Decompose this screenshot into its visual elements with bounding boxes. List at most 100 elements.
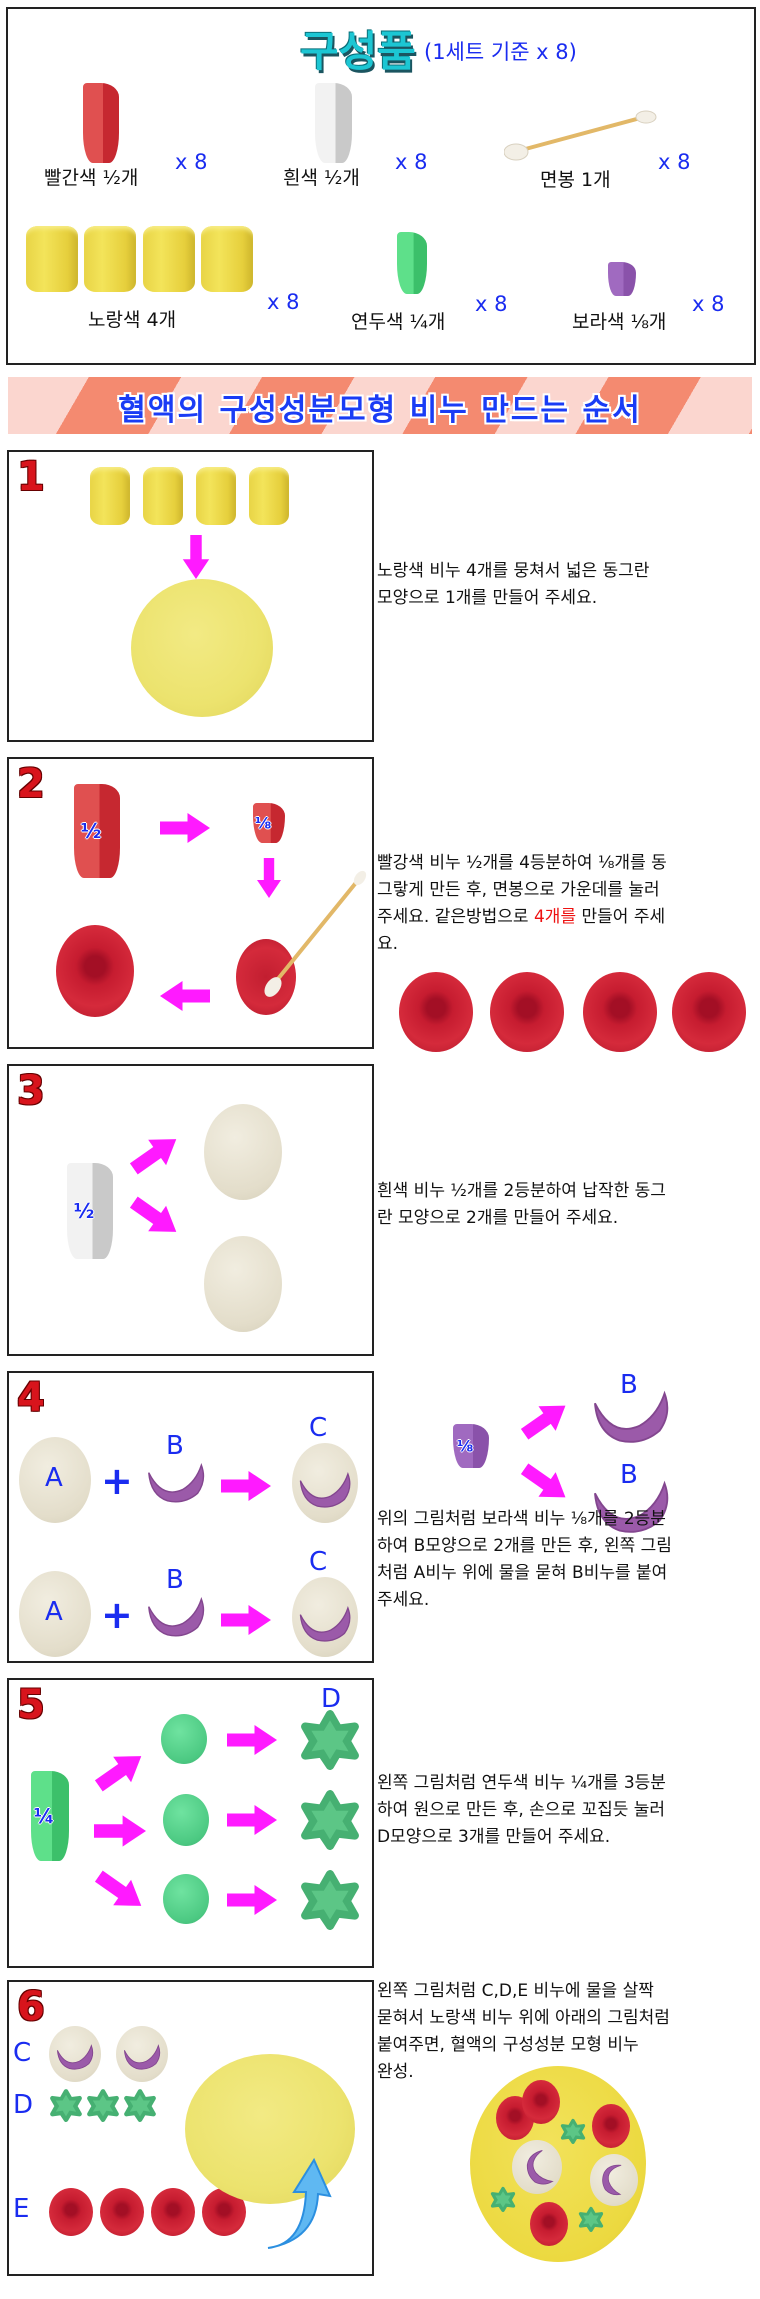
green-star-d-image [299, 1868, 361, 1930]
desc-line: 란 모양으로 2개를 만들어 주세요. [377, 1208, 619, 1228]
arrow-down-right-icon [516, 1456, 574, 1509]
step-3-panel: 3 ½ [7, 1064, 374, 1356]
kit-item-qty: x 8 [692, 292, 725, 316]
yellow-disc-image [185, 2054, 355, 2204]
disc-c-image [590, 2154, 638, 2206]
arrow-up-right-icon [516, 1393, 574, 1446]
kit-item-label: 면봉 1개 [540, 169, 611, 191]
yellow-soap-image [249, 467, 289, 525]
red-blood-cell-image [530, 2202, 568, 2246]
kit-item-qty: x 8 [267, 290, 300, 314]
desc-line: 주세요. [377, 1590, 430, 1610]
red-blood-cell-e-image [151, 2188, 195, 2236]
yellow-disc-image [131, 579, 273, 717]
yellow-soap-image [196, 467, 236, 525]
fraction-label: ¼ [33, 1804, 55, 1828]
desc-line: 처럼 A비누 위에 물을 묻혀 B비누를 붙여 [377, 1563, 668, 1583]
curved-arrow-icon [267, 2157, 332, 2249]
kit-item-qty: x 8 [475, 292, 508, 316]
fraction-label: ½ [80, 819, 102, 843]
desc-line: 요. [377, 934, 399, 954]
step-1-panel: 1 [7, 450, 374, 742]
green-star-image [560, 2118, 586, 2144]
plus-sign: + [101, 1459, 133, 1503]
step-3-description: 흰색 비누 ½개를 2등분하여 납작한 동그 란 모양으로 2개를 만들어 주세… [377, 1178, 760, 1232]
red-blood-cell-e-image [100, 2188, 144, 2236]
red-blood-cell-image [490, 972, 564, 1052]
white-soap-image [315, 83, 352, 163]
label-e: E [13, 2194, 30, 2224]
disc-a-image: A [19, 1571, 91, 1657]
crescent-b-image [145, 1459, 207, 1507]
finished-soap-image [470, 2066, 646, 2262]
desc-line: 왼쪽 그림처럼 C,D,E 비누에 물을 살짝 [377, 1981, 654, 2001]
red-blood-cell-image [399, 972, 473, 1052]
red-soap-image [83, 83, 119, 163]
red-disc-with-swab-image [236, 939, 296, 1015]
label-a: A [45, 1597, 63, 1627]
kit-title: 구성품 [300, 27, 416, 76]
green-star-d-image [299, 1708, 361, 1770]
label-d: D [13, 2090, 34, 2120]
label-a: A [45, 1463, 63, 1493]
kit-item-qty: x 8 [658, 150, 691, 174]
step-5-description: 왼쪽 그림처럼 연두색 비누 ¼개를 3등분 하여 원으로 만든 후, 손으로 … [377, 1770, 760, 1851]
kit-subtitle: (1세트 기준 x 8) [424, 40, 577, 64]
arrow-right-icon [221, 1605, 271, 1635]
step-2-panel: 2 ½ ⅛ [7, 757, 374, 1049]
desc-line: 노랑색 비누 4개를 뭉쳐서 넓은 동그란 [377, 561, 650, 581]
green-quarter-soap-image: ¼ [31, 1771, 69, 1861]
step-number: 2 [17, 761, 45, 807]
step-4-description: 위의 그림처럼 보라색 비누 ⅛개를 2등분 하여 B모양으로 2개를 만든 후… [377, 1506, 760, 1614]
red-blood-cell-image [592, 2104, 630, 2148]
fraction-label: ⅛ [456, 1436, 474, 1456]
red-blood-cell-image [56, 925, 134, 1017]
arrow-right-icon [227, 1725, 277, 1755]
red-blood-cell-image [672, 972, 746, 1052]
label-b: B [620, 1370, 638, 1400]
label-d: D [321, 1684, 342, 1714]
arrow-right-icon [221, 1471, 271, 1501]
desc-line: 완성. [377, 2062, 414, 2082]
label-b: B [166, 1565, 184, 1595]
green-ball-image [161, 1714, 207, 1764]
green-ball-image [163, 1874, 209, 1924]
kit-item-label: 노랑색 4개 [88, 309, 177, 331]
green-star-image [578, 2206, 604, 2232]
crescent-on-disc-image [297, 1469, 353, 1511]
label-c: C [309, 1547, 328, 1577]
desc-line: 묻혀서 노랑색 비누 위에 아래의 그림처럼 [377, 2008, 670, 2028]
purple-eighth-soap-image: ⅛ [453, 1424, 489, 1468]
desc-line: D모양으로 3개를 만들어 주세요. [377, 1827, 611, 1847]
desc-line: 하여 원으로 만든 후, 손으로 꼬집듯 눌러 [377, 1800, 666, 1820]
red-eighth-soap-image: ⅛ [253, 803, 285, 843]
kit-item-label: 흰색 ½개 [283, 167, 360, 189]
step-number: 5 [17, 1682, 45, 1728]
green-star-d-image [123, 2088, 157, 2122]
red-blood-cell-image [583, 972, 657, 1052]
white-half-soap-image: ½ [67, 1163, 113, 1259]
arrow-down-right-icon [90, 1863, 151, 1919]
arrow-right-icon [227, 1805, 277, 1835]
label-b: B [166, 1431, 184, 1461]
arrow-up-right-icon [90, 1743, 151, 1799]
desc-line: 붙여주면, 혈액의 구성성분 모형 비누 [377, 2035, 639, 2055]
step-6-description: 왼쪽 그림처럼 C,D,E 비누에 물을 살짝 묻혀서 노랑색 비누 위에 아래… [377, 1978, 760, 2086]
red-blood-cell-e-image [49, 2188, 93, 2236]
step-1-description: 노랑색 비누 4개를 뭉쳐서 넓은 동그란 모양으로 1개를 만들어 주세요. [377, 558, 760, 612]
green-star-image [490, 2186, 516, 2212]
arrow-down-icon [179, 535, 213, 579]
arrow-right-icon [94, 1815, 146, 1847]
fraction-label: ⅛ [254, 813, 272, 833]
yellow-soap-image [201, 226, 253, 292]
step-number: 3 [17, 1068, 45, 1114]
white-disc-image [204, 1236, 282, 1332]
kit-item-label: 보라색 ⅛개 [572, 311, 667, 333]
plus-sign: + [101, 1593, 133, 1637]
yellow-soap-image [90, 467, 130, 525]
kit-item-qty: x 8 [175, 150, 208, 174]
step-5-panel: 5 D ¼ [7, 1678, 374, 1968]
kit-item-label: 빨간색 ½개 [44, 167, 139, 189]
label-c: C [309, 1413, 328, 1443]
arrow-left-icon [160, 981, 210, 1011]
